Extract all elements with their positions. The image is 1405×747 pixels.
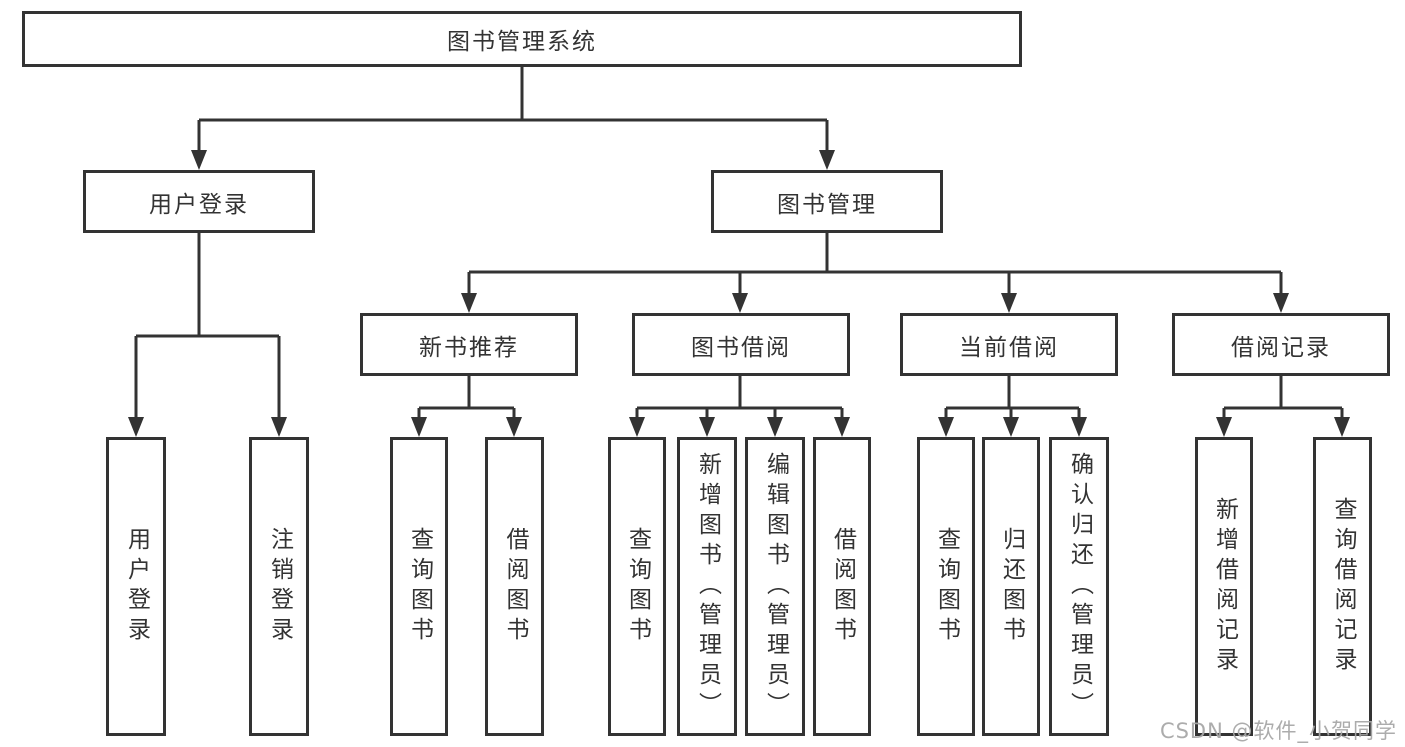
node-label: 借阅图书 [502,526,528,647]
arrowhead [834,417,850,437]
connector-borrow-to-leaves [635,376,844,419]
node-label: 新书推荐 [419,334,519,361]
arrowhead [461,293,477,313]
node-book-borrowing: 图书借阅 [632,313,850,376]
node-user-login: 用户登录 [83,170,315,233]
arrowhead [411,417,427,437]
arrowhead [1334,417,1350,437]
node-label: 新增图书（管理员） [694,451,721,722]
leaf-confirm-return-admin: 确认归还（管理员） [1049,437,1109,736]
leaf-add-borrow-record: 新增借阅记录 [1195,437,1253,736]
connector-userlogin-to-leaves [134,233,281,419]
node-label: 确认归还（管理员） [1066,451,1093,722]
connector-records-to-leaves [1222,376,1344,419]
arrowhead [128,417,144,437]
leaf-query-books-recommend: 查询图书 [390,437,448,736]
node-label: 查询借阅记录 [1330,496,1356,677]
node-label: 图书管理系统 [447,29,597,55]
node-label: 图书管理 [777,191,877,218]
arrowhead [767,417,783,437]
node-borrowing-records: 借阅记录 [1172,313,1390,376]
arrowhead [938,417,954,437]
node-label: 归还图书 [998,526,1025,647]
arrowhead [1273,293,1289,313]
node-label: 用户登录 [149,191,249,218]
node-label: 注销登录 [266,526,293,647]
arrowhead [629,417,645,437]
connector-root-to-level2 [197,67,829,152]
node-label: 用户登录 [123,526,150,647]
node-label: 图书借阅 [691,334,791,361]
leaf-query-books-current: 查询图书 [917,437,975,736]
node-label: 查询图书 [406,526,433,647]
node-label: 查询图书 [624,526,651,647]
node-current-borrowing: 当前借阅 [900,313,1118,376]
arrowhead [1216,417,1232,437]
arrowhead [1071,417,1087,437]
node-book-management: 图书管理 [711,170,943,233]
arrowhead [271,417,287,437]
arrowhead [506,417,522,437]
connector-current-to-leaves [944,376,1081,419]
node-label: 借阅记录 [1231,334,1331,361]
node-label: 编辑图书（管理员） [762,451,789,722]
leaf-add-books-admin: 新增图书（管理员） [677,437,737,736]
node-new-book-recommendation: 新书推荐 [360,313,578,376]
leaf-logout: 注销登录 [249,437,309,736]
leaf-user-login: 用户登录 [106,437,166,736]
connector-bookmgmt-to-level3 [467,233,1283,295]
leaf-query-borrow-record: 查询借阅记录 [1313,437,1372,736]
arrowhead [191,150,207,170]
leaf-edit-books-admin: 编辑图书（管理员） [745,437,805,736]
node-label: 新增借阅记录 [1211,496,1238,677]
arrowhead [819,150,835,170]
node-label: 查询图书 [933,526,960,647]
node-label: 当前借阅 [959,334,1059,361]
node-root-library-management-system: 图书管理系统 [22,11,1022,67]
arrowhead [1001,293,1017,313]
leaf-borrow-books: 借阅图书 [813,437,871,736]
leaf-borrow-books-recommend: 借阅图书 [485,437,544,736]
connector-newbook-to-leaves [417,376,516,419]
leaf-query-books-borrow: 查询图书 [608,437,666,736]
csdn-watermark: CSDN @软件_小贺同学 [1159,719,1397,743]
node-label: 借阅图书 [829,526,856,647]
arrowhead [699,417,715,437]
leaf-return-books: 归还图书 [982,437,1040,736]
arrowhead [732,293,748,313]
arrowhead [1003,417,1019,437]
